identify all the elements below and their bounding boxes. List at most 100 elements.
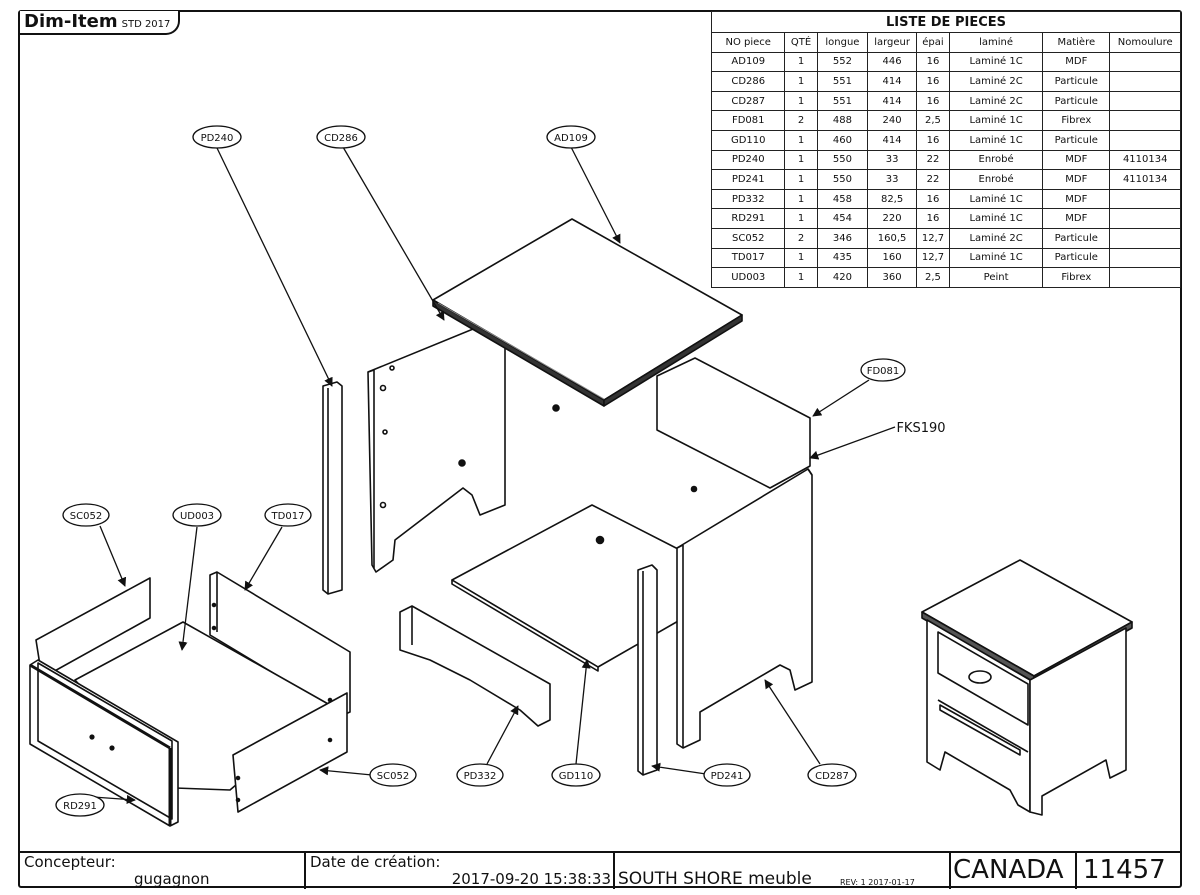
parts-list-cell: TD017 xyxy=(710,247,786,269)
callout-fks190-label: FKS190 xyxy=(896,421,945,436)
parts-list-cell: 1 xyxy=(784,267,818,288)
parts-list-cell: 2 xyxy=(784,227,818,249)
designer-label: Concepteur: xyxy=(24,853,116,871)
parts-list-cell: 1 xyxy=(784,90,818,112)
parts-list-cell: Fibrex xyxy=(1042,110,1111,131)
parts-list-cell: 12,7 xyxy=(915,247,951,269)
parts-list-cell: 460 xyxy=(816,129,869,151)
creation-date-value: 2017-09-20 15:38:33 xyxy=(451,870,611,888)
parts-list-cell: 446 xyxy=(867,51,917,73)
parts-list-cell: 16 xyxy=(915,188,951,210)
parts-list-cell: 1 xyxy=(784,247,818,269)
parts-list-cell: 160 xyxy=(867,247,917,269)
parts-list-cell: 33 xyxy=(867,169,917,190)
parts-list-cell: 1 xyxy=(784,149,818,171)
callout-ud003-balloon xyxy=(172,503,222,527)
parts-list-cell: 458 xyxy=(816,188,869,210)
callout-pd240-label: PD240 xyxy=(201,133,234,144)
parts-list-cell: MDF xyxy=(1042,149,1111,171)
parts-list-cell: 414 xyxy=(867,90,917,112)
parts-list-cell: CD287 xyxy=(710,90,786,112)
parts-list-cell: 550 xyxy=(816,149,869,171)
parts-list-cell xyxy=(1109,129,1181,151)
parts-list-cell: 22 xyxy=(915,149,951,171)
creation-date-cell: Date de création: 2017-09-20 15:38:33 xyxy=(306,853,615,889)
callout-cd287-label: CD287 xyxy=(815,771,849,782)
parts-list-cell: Particule xyxy=(1042,227,1111,249)
part-td017-drawer-back xyxy=(209,571,351,716)
parts-list-cell: 33 xyxy=(867,149,917,171)
parts-list-cell: AD109 xyxy=(710,51,786,73)
country-cell: CANADA xyxy=(951,853,1077,889)
parts-list-column-header: largeur xyxy=(867,32,917,53)
parts-list-cell: Laminé 1C xyxy=(949,110,1044,131)
parts-list-cell xyxy=(1109,51,1181,73)
parts-list-cell: 454 xyxy=(816,208,869,229)
part-pd241-post xyxy=(637,564,658,776)
callout-pd241-balloon xyxy=(703,763,751,787)
assembled-nightstand-view xyxy=(921,559,1133,816)
parts-list-cell: Particule xyxy=(1042,247,1111,269)
parts-list-column-header: NO piece xyxy=(710,32,786,53)
parts-list-cell: 360 xyxy=(867,267,917,288)
parts-list-cell xyxy=(1109,110,1181,131)
company-name: SOUTH SHORE meuble xyxy=(618,869,812,889)
part-sc052-drawer-side-right xyxy=(232,692,348,813)
designer-cell: Concepteur: gugagnon xyxy=(20,853,306,889)
parts-list-cell: GD110 xyxy=(710,129,786,151)
parts-list-cell: 220 xyxy=(867,208,917,229)
callout-ud003-label: UD003 xyxy=(180,511,214,522)
parts-list-cell: Laminé 1C xyxy=(949,208,1044,229)
parts-list-cell: 16 xyxy=(915,90,951,112)
parts-list-cell: Peint xyxy=(949,267,1044,288)
item-number-cell: 11457 xyxy=(1077,853,1180,889)
parts-list-cell: Laminé 1C xyxy=(949,51,1044,73)
parts-list-cell: 1 xyxy=(784,129,818,151)
callout-rd291-balloon xyxy=(55,793,105,817)
parts-list-cell xyxy=(1109,267,1181,288)
parts-list-cell: 1 xyxy=(784,188,818,210)
parts-list-cell: 551 xyxy=(816,71,869,92)
parts-list-cell: 1 xyxy=(784,208,818,229)
parts-list-cell: 16 xyxy=(915,129,951,151)
callout-sc052-top-label: SC052 xyxy=(70,511,102,522)
parts-list-column-header: QTÉ xyxy=(784,32,818,53)
parts-list-cell: RD291 xyxy=(710,208,786,229)
part-rd291-drawer-front xyxy=(29,659,179,827)
part-ad109-top xyxy=(432,218,743,407)
parts-list-cell: Particule xyxy=(1042,129,1111,151)
parts-list-cell: Particule xyxy=(1042,90,1111,112)
parts-list-cell: MDF xyxy=(1042,51,1111,73)
parts-list-cell: 414 xyxy=(867,129,917,151)
callout-pd240-balloon xyxy=(192,125,242,149)
parts-list-title: LISTE DE PIECES xyxy=(711,11,1181,33)
parts-list-cell: 1 xyxy=(784,71,818,92)
parts-list-cell: 414 xyxy=(867,71,917,92)
drawing-sheet-border xyxy=(18,10,1182,888)
parts-list-cell: 4110134 xyxy=(1109,169,1181,190)
parts-list-cell: 2,5 xyxy=(915,110,951,131)
part-fd081-back-panel xyxy=(656,357,811,493)
callout-td017-balloon xyxy=(264,503,312,527)
parts-list-cell xyxy=(1109,227,1181,249)
parts-list-cell: Enrobé xyxy=(949,149,1044,171)
parts-list-cell: MDF xyxy=(1042,169,1111,190)
parts-list-cell: 2,5 xyxy=(915,267,951,288)
callout-fd081-label: FD081 xyxy=(867,366,900,377)
callout-cd287-balloon xyxy=(807,763,857,787)
parts-list-cell: 16 xyxy=(915,208,951,229)
parts-list-cell: Laminé 1C xyxy=(949,129,1044,151)
parts-list-cell: 22 xyxy=(915,169,951,190)
country: CANADA xyxy=(953,855,1064,885)
callout-sc052-bottom-balloon xyxy=(369,763,417,787)
parts-list-cell xyxy=(1109,188,1181,210)
callout-ad109-label: AD109 xyxy=(554,133,588,144)
parts-list-cell: 4110134 xyxy=(1109,149,1181,171)
parts-list-cell: Laminé 1C xyxy=(949,188,1044,210)
parts-list-cell xyxy=(1109,90,1181,112)
